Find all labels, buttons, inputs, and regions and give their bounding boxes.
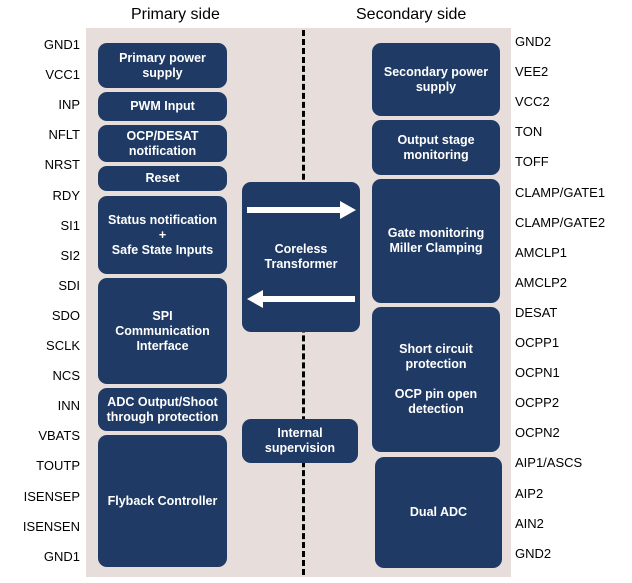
right-pin-label: GND2 [515, 546, 552, 561]
right-pin-label: GND2 [515, 34, 552, 49]
adc-output-label: ADC Output/Shoot through protection [106, 394, 219, 424]
primary-power-supply-label: Primary power supply [119, 50, 206, 80]
dual-adc-label: Dual ADC [409, 505, 468, 519]
left-pin-label: VBATS [38, 428, 80, 443]
left-pin-label: SCLK [46, 338, 80, 353]
right-arrow-icon [247, 201, 356, 219]
right-pin-label: OCPP1 [515, 335, 560, 350]
left-pin-label: SDI [58, 278, 80, 293]
secondary-side-title: Secondary side [356, 6, 467, 23]
short-circuit-protection-block: Short circuit protection OCP pin open de… [372, 307, 500, 452]
left-pin-label: VCC1 [45, 67, 80, 82]
secondary-power-supply-label: Secondary power supply [383, 64, 489, 94]
pwm-input-block: PWM Input [98, 92, 227, 121]
ocp-desat-block: OCP/DESAT notification [98, 125, 227, 162]
gate-monitoring-block: Gate monitoring Miller Clamping [372, 179, 500, 303]
right-pin-label: AIN2 [515, 516, 544, 531]
right-pin-label: AIP2 [515, 486, 544, 501]
left-pin-label: RDY [52, 188, 80, 203]
left-pin-label: SI1 [60, 218, 80, 233]
right-pin-label: AIP1/ASCS [515, 455, 583, 470]
primary-side-title: Primary side [131, 6, 220, 23]
right-pin-label: OCPP2 [515, 395, 560, 410]
right-pin-label: VEE2 [515, 64, 549, 79]
right-pin-label: VCC2 [515, 94, 550, 109]
right-pin-label: DESAT [515, 305, 558, 320]
output-stage-monitoring-block: Output stage monitoring [372, 120, 500, 175]
left-pin-label: ISENSEP [23, 489, 80, 504]
right-pin-label: CLAMP/GATE1 [515, 185, 606, 200]
left-arrow-icon [247, 290, 355, 308]
spi-interface-block: SPI Communication Interface [98, 278, 227, 384]
adc-output-block: ADC Output/Shoot through protection [98, 388, 227, 431]
left-pin-label: TOUTP [36, 458, 80, 473]
output-stage-monitoring-label: Output stage monitoring [397, 132, 475, 162]
spi-interface-label: SPI Communication Interface [115, 308, 210, 353]
right-pin-label: AMCLP1 [515, 245, 568, 260]
right-pin-label: TOFF [515, 154, 549, 169]
flyback-controller-block: Flyback Controller [98, 435, 227, 567]
flyback-controller-label: Flyback Controller [107, 493, 218, 508]
left-pin-label: ISENSEN [22, 519, 80, 534]
left-pin-label: NFLT [48, 127, 80, 142]
secondary-power-supply-block: Secondary power supply [372, 43, 500, 116]
pwm-input-label: PWM Input [130, 99, 195, 113]
left-pin-label: SDO [51, 308, 80, 323]
left-pin-label: NCS [52, 368, 80, 383]
right-pin-label: AMCLP2 [515, 275, 568, 290]
right-pin-label: OCPN1 [515, 365, 560, 380]
left-pin-label: INN [57, 398, 80, 413]
coreless-transformer-label: Coreless Transformer [264, 242, 338, 271]
left-pin-label: INP [58, 97, 80, 112]
left-pin-label: SI2 [60, 248, 80, 263]
left-pin-label: GND1 [43, 549, 80, 564]
primary-power-supply-block: Primary power supply [98, 43, 227, 88]
short-circuit-protection-label: Short circuit protection OCP pin open de… [394, 342, 478, 416]
status-notification-label: Status notification + Safe State Inputs [107, 212, 218, 257]
reset-label: Reset [145, 171, 180, 185]
internal-supervision-block: Internal supervision [242, 419, 358, 463]
ocp-desat-label: OCP/DESAT notification [126, 128, 199, 158]
left-pin-label: NRST [44, 157, 80, 172]
right-pin-label: CLAMP/GATE2 [515, 215, 606, 230]
right-pin-label: OCPN2 [515, 425, 560, 440]
right-pin-label: TON [515, 124, 543, 139]
left-pin-label: GND1 [43, 37, 80, 52]
status-notification-block: Status notification + Safe State Inputs [98, 196, 227, 274]
gate-monitoring-label: Gate monitoring Miller Clamping [387, 226, 485, 255]
reset-block: Reset [98, 166, 227, 191]
internal-supervision-label: Internal supervision [264, 426, 336, 455]
dual-adc-block: Dual ADC [375, 457, 502, 568]
